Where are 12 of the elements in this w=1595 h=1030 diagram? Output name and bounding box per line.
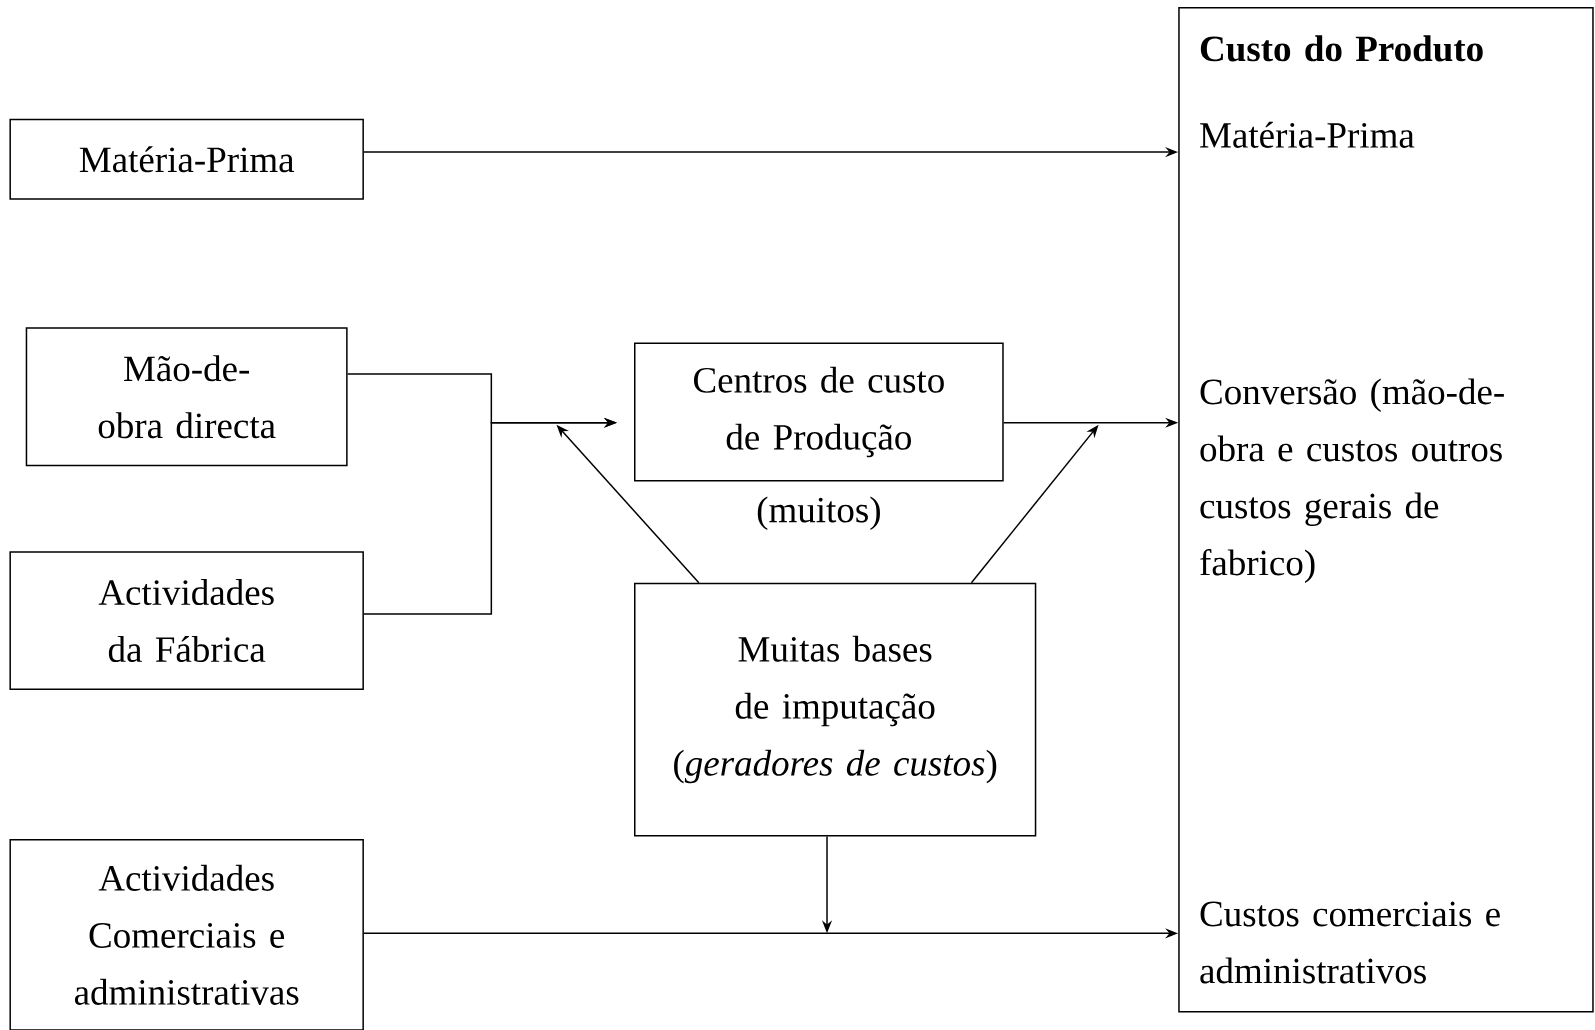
summary-box	[1178, 6, 1594, 1013]
box-text: Custos comerciais e administrativos	[1200, 901, 1500, 984]
box-text: Matéria-Prima	[1200, 121, 1415, 148]
beside-text: (muitos)	[757, 496, 880, 530]
process-box: Muitas bases de imputação (geradores de custos)	[634, 582, 1037, 837]
process-box: Actividades da Fábrica	[9, 551, 364, 690]
process-box: Matéria-Prima	[9, 118, 364, 200]
process-box: Mão-de-obra directa	[25, 327, 348, 467]
box-text: Custo do Produto	[1200, 35, 1483, 62]
process-box: Actividades Comerciais e administrativas	[9, 839, 364, 1030]
process-box: Centros de custo de Produção	[634, 342, 1004, 482]
box-text: Conversão (mão-de-obra e custos outros custos gerais de fabrico)	[1200, 378, 1504, 583]
